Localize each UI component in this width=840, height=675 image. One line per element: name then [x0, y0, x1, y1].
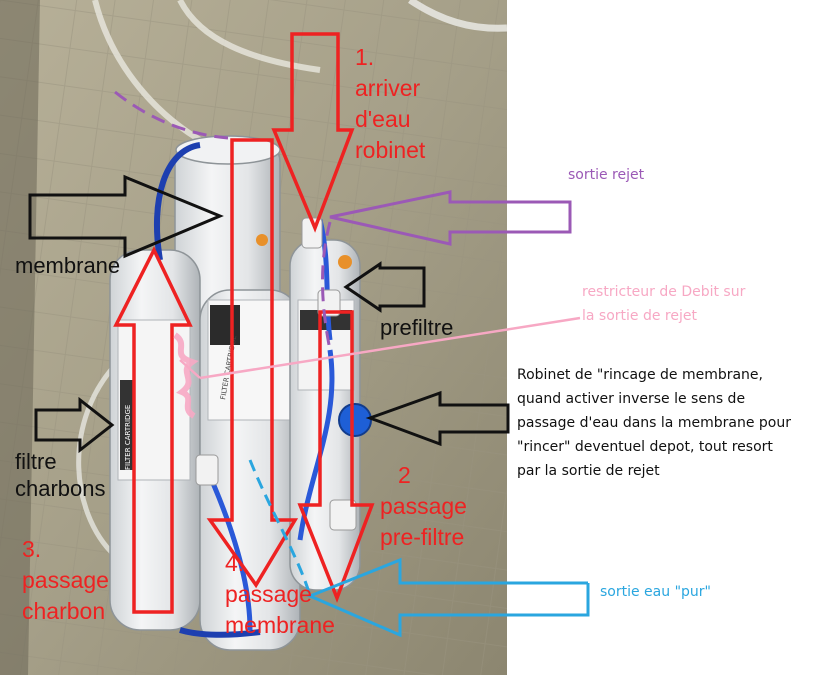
label-sortie-rejet: sortie rejet [568, 167, 645, 183]
purple-dash-2 [321, 221, 332, 351]
fitting-4 [329, 499, 357, 531]
label-step3: 3. passage charbon [22, 534, 109, 627]
arrow-step3 [113, 246, 193, 614]
membrane-cap [175, 135, 281, 165]
arrow-prefiltre-black [343, 261, 426, 313]
label-filtre-line1: filtre [15, 449, 57, 474]
blue-hose-2 [317, 219, 333, 341]
blue-hose-5 [179, 627, 261, 638]
label-step4-line2: passage [225, 581, 312, 607]
label-robinet-rincage: Robinet de "rincage de membrane, quand a… [517, 363, 791, 483]
tube-4 [76, 358, 122, 562]
orange-dot [338, 255, 352, 269]
label-step2-line2: passage [380, 493, 467, 519]
label-step2-line3: pre-filtre [380, 524, 465, 550]
label-filtre-line2: charbons [15, 476, 106, 501]
label-sortie-pur: sortie eau "pur" [600, 584, 711, 600]
label-membrane: membrane [15, 253, 121, 278]
label-block [210, 305, 240, 345]
label-step3-line1: 3. [22, 536, 42, 562]
label-step1-line2: arriver [355, 75, 421, 101]
label-filtre-charbons: filtre charbons [15, 448, 106, 502]
arrow-step2 [297, 310, 375, 603]
purple-dash-1 [114, 90, 229, 140]
cartridge-label-text-1: FILTER CARTRIDGE [124, 405, 132, 470]
arrow-sortie-pur [306, 557, 590, 638]
label-restricteur-line2: la sortie de rejet [582, 308, 697, 324]
cabinet-edge [0, 0, 40, 675]
label-robinet-line4: "rincer" deventuel depot, tout resort [517, 439, 773, 455]
label-restricteur: restricteur de Debit sur la sortie de re… [582, 280, 745, 328]
rinse-valve [338, 403, 372, 437]
tube-2 [177, 0, 321, 73]
orange-dot-2 [256, 234, 268, 246]
fitting-3 [195, 454, 219, 486]
label-step1-line4: robinet [355, 137, 426, 163]
label-restricteur-line1: restricteur de Debit sur [582, 284, 746, 300]
label-step2: 2 passage pre-filtre [380, 460, 467, 553]
label-robinet-line3: passage d'eau dans la membrane pour [517, 415, 791, 431]
pink-scribble [173, 332, 199, 419]
label-robinet-line5: par la sortie de rejet [517, 463, 660, 479]
label-step1-line3: d'eau [355, 106, 411, 132]
label-step2-line1: 2 [398, 462, 411, 488]
arrow-step1 [271, 32, 355, 233]
label-step4: 4. passage membrane [225, 548, 335, 641]
label-robinet-line2: quand activer inverse le sens de [517, 391, 746, 407]
arrow-filtre-black [34, 396, 115, 454]
photo-ro-unit: FILTER CARTRIDGE FILTER CARTRIDGE [0, 0, 507, 675]
label-prefiltre: prefiltre [380, 315, 454, 340]
label-step3-line3: charbon [22, 598, 106, 624]
line-restricteur [199, 316, 581, 380]
label-step1-line1: 1. [355, 44, 375, 70]
label-step3-line2: passage [22, 567, 109, 593]
label-stripe-1 [120, 380, 134, 470]
line-restricteur-2 [179, 359, 201, 379]
blue-hose-1 [154, 142, 201, 261]
arrow-membrane-up [206, 138, 299, 589]
arrow-robinet-black [365, 390, 510, 447]
label-step4-line3: membrane [225, 612, 335, 638]
label-step1: 1. arriver d'eau robinet [355, 42, 425, 166]
label-step4-line1: 4. [225, 550, 245, 576]
tube-3 [408, 0, 507, 32]
label-robinet-line1: Robinet de "rincage de membrane, [517, 367, 763, 383]
arrow-membrane-black [28, 174, 224, 259]
blue-dash [248, 459, 312, 597]
arrow-sortie-rejet [329, 190, 572, 246]
